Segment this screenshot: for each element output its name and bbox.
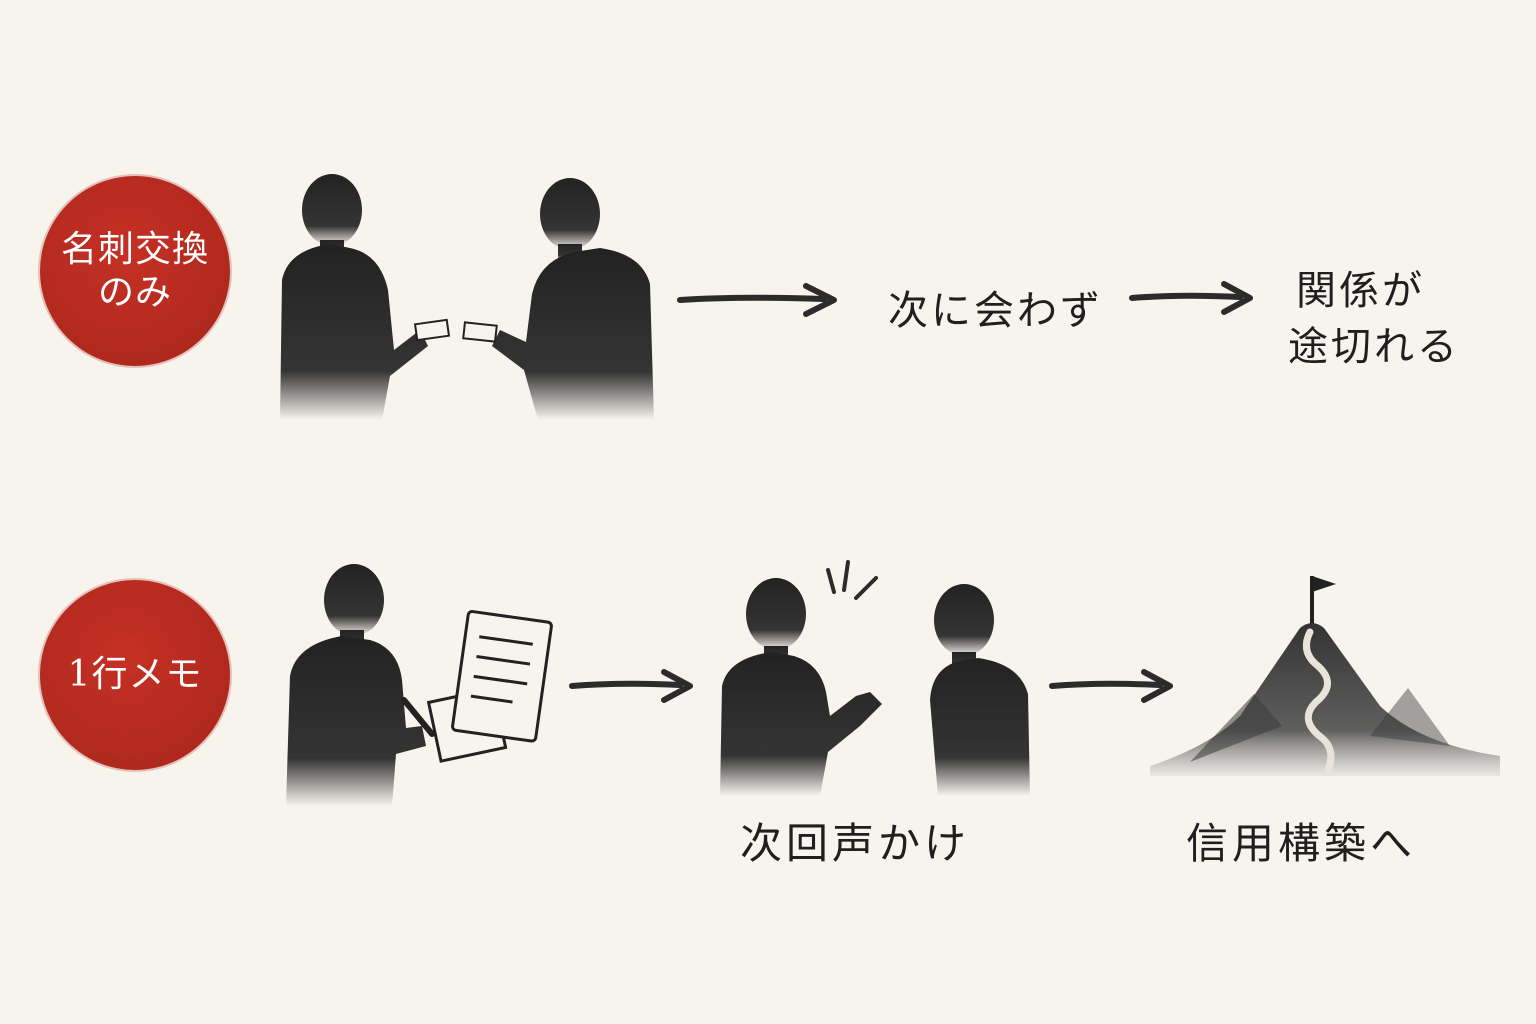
mountain-flag-icon bbox=[1150, 576, 1500, 776]
conversation-icon bbox=[720, 560, 1030, 796]
badge-line-1: 1行メモ bbox=[67, 654, 203, 696]
arrow-right-icon bbox=[1129, 281, 1253, 315]
badge-card-exchange-only: 名刺交換 のみ bbox=[40, 176, 230, 366]
label-build-trust: 信用構築へ bbox=[1186, 819, 1417, 868]
arrow-right-icon bbox=[1049, 669, 1173, 703]
label-relationship-line-1: 関係が bbox=[1296, 268, 1425, 314]
label-relationship-line-2: 途切れる bbox=[1288, 324, 1460, 370]
note-taking-icon bbox=[286, 564, 553, 806]
business-card-exchange-icon bbox=[280, 174, 654, 420]
badge-one-line-memo: 1行メモ bbox=[40, 580, 230, 770]
badge-line-2: のみ bbox=[97, 272, 172, 313]
badge-line-1: 名刺交換 bbox=[60, 228, 209, 270]
arrow-right-icon bbox=[677, 283, 837, 317]
label-next-call: 次回声かけ bbox=[740, 819, 971, 868]
arrow-right-icon bbox=[569, 669, 693, 703]
label-no-next-meeting: 次に会わず bbox=[888, 288, 1103, 334]
